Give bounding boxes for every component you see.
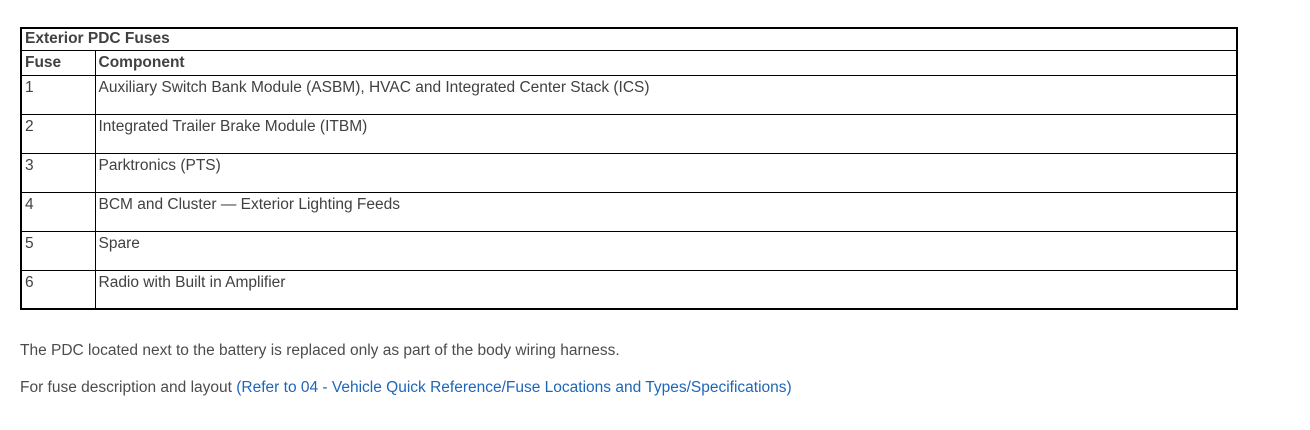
table-row: 3 Parktronics (PTS) <box>20 152 1238 193</box>
column-header-fuse: Fuse <box>20 49 96 76</box>
fuse-number-cell: 5 <box>20 230 96 271</box>
table-row: 4 BCM and Cluster — Exterior Lighting Fe… <box>20 191 1238 232</box>
component-cell: BCM and Cluster — Exterior Lighting Feed… <box>94 191 1238 232</box>
table-row: 1 Auxiliary Switch Bank Module (ASBM), H… <box>20 74 1238 115</box>
fuse-reference-text: For fuse description and layout <box>20 379 237 396</box>
table-title: Exterior PDC Fuses <box>20 27 1238 51</box>
table-title-row: Exterior PDC Fuses <box>20 27 1238 51</box>
fuse-number-cell: 3 <box>20 152 96 193</box>
component-cell: Radio with Built in Amplifier <box>94 269 1238 310</box>
fuse-number-cell: 6 <box>20 269 96 310</box>
component-cell: Auxiliary Switch Bank Module (ASBM), HVA… <box>94 74 1238 115</box>
fuse-number-cell: 2 <box>20 113 96 154</box>
table-header-row: Fuse Component <box>20 49 1238 76</box>
column-header-component: Component <box>94 49 1238 76</box>
fuse-number-cell: 1 <box>20 74 96 115</box>
component-cell: Integrated Trailer Brake Module (ITBM) <box>94 113 1238 154</box>
table-row: 2 Integrated Trailer Brake Module (ITBM) <box>20 113 1238 154</box>
fuse-number-cell: 4 <box>20 191 96 232</box>
component-cell: Parktronics (PTS) <box>94 152 1238 193</box>
table-row: 6 Radio with Built in Amplifier <box>20 269 1238 310</box>
pdc-note: The PDC located next to the battery is r… <box>20 342 620 359</box>
table-row: 5 Spare <box>20 230 1238 271</box>
exterior-pdc-fuses-table: Exterior PDC Fuses Fuse Component 1 Auxi… <box>20 27 1238 310</box>
component-cell: Spare <box>94 230 1238 271</box>
fuse-reference-link[interactable]: (Refer to 04 - Vehicle Quick Reference/F… <box>236 379 792 396</box>
fuse-reference-line: For fuse description and layout (Refer t… <box>20 378 792 398</box>
